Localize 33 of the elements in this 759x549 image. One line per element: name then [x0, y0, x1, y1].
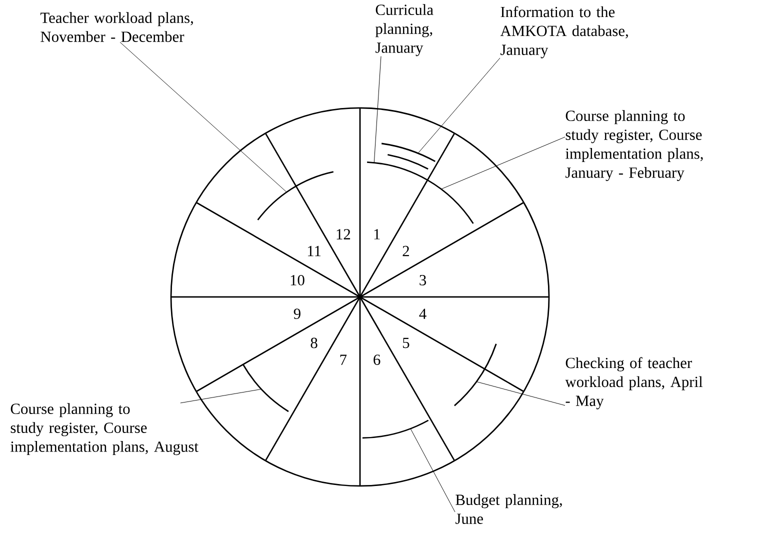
leader-line: [418, 58, 500, 154]
month-number: 11: [308, 246, 321, 256]
month-number: 2: [402, 246, 409, 256]
leader-line: [374, 56, 382, 163]
leader-line: [120, 42, 287, 192]
activity-text: Information to the AMKOTA database, January: [500, 6, 628, 58]
period-arc: [388, 154, 428, 170]
month-number: 5: [403, 338, 410, 348]
month-number: 6: [374, 354, 380, 365]
activity-text: Teacher workload plans, November - December: [40, 12, 193, 42]
period-arc: [242, 364, 289, 412]
leader-line: [441, 136, 566, 190]
leader-line: [476, 382, 566, 406]
period-arc: [257, 171, 334, 220]
period-arc: [362, 420, 429, 439]
leader-line: [410, 428, 456, 512]
period-arc: [367, 161, 474, 224]
month-number: 1: [374, 229, 380, 240]
activity-text: Checking of teacher workload plans, April - May: [565, 357, 703, 410]
month-number: 3: [420, 274, 426, 286]
month-number: 10: [290, 274, 304, 286]
period-arc: [454, 344, 497, 406]
activity-text: Course planning to study register, Course implementation plans, January - February: [566, 110, 703, 182]
month-number: 8: [310, 338, 318, 348]
month-number: 4: [419, 308, 426, 319]
month-number: 12: [336, 229, 350, 240]
month-number: 7: [340, 354, 347, 365]
activity-text: Curricula planning, January: [375, 4, 434, 56]
activity-text: Course planning to study register, Course implementation plans, August: [10, 403, 198, 456]
activity-text: Budget planning, June: [456, 494, 562, 524]
period-arc: [381, 142, 436, 162]
leader-line: [180, 388, 262, 404]
month-number: 9: [294, 308, 300, 319]
